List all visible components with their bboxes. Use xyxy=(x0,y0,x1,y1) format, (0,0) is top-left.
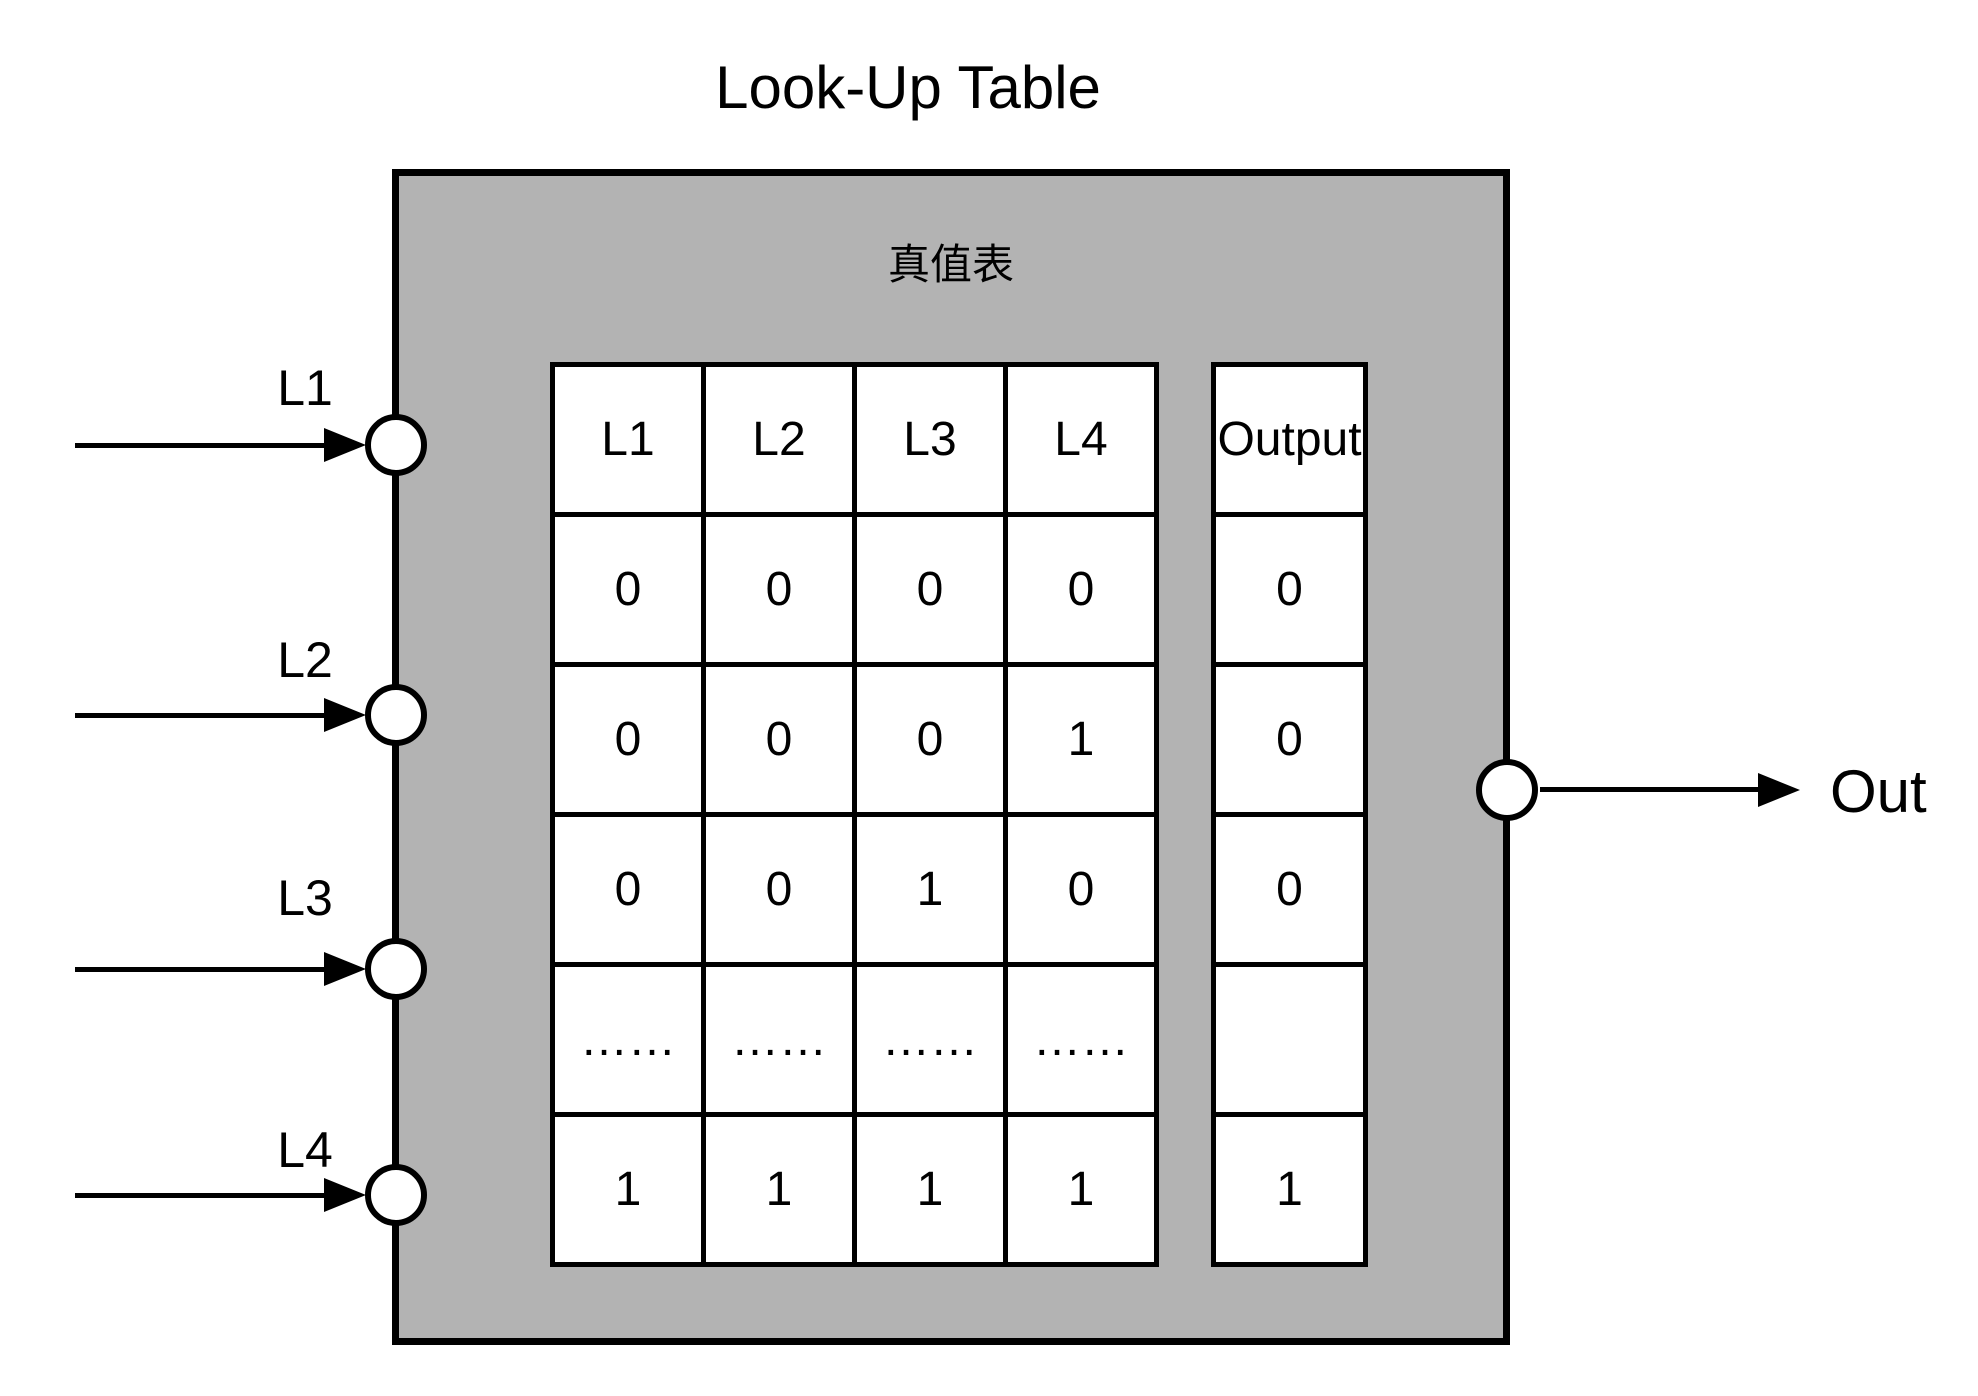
table-cell: …… xyxy=(701,962,857,1117)
table-row: 0 0 0 0 xyxy=(550,512,1159,667)
arrowhead-icon xyxy=(324,428,366,462)
table-cell: 0 xyxy=(701,812,857,967)
table-row: 0 0 1 0 xyxy=(550,812,1159,967)
input-label-l1: L1 xyxy=(277,360,333,416)
input-wire-l2 xyxy=(75,713,325,718)
input-port-circle-l3 xyxy=(365,938,427,1000)
arrowhead-icon xyxy=(324,1178,366,1212)
truth-table-label: 真值表 xyxy=(887,241,1014,288)
output-cell xyxy=(1211,962,1368,1117)
table-cell: 0 xyxy=(550,512,706,667)
table-cell: 1 xyxy=(852,812,1008,967)
table-header-cell: L3 xyxy=(852,362,1008,517)
table-header-row: Output xyxy=(1211,362,1368,517)
output-cell: 1 xyxy=(1211,1112,1368,1267)
output-cell: 0 xyxy=(1211,812,1368,967)
table-header-cell: L4 xyxy=(1003,362,1159,517)
input-label-l4: L4 xyxy=(277,1122,333,1178)
table-cell: 1 xyxy=(1003,1112,1159,1267)
input-label-l2: L2 xyxy=(277,632,333,688)
table-header-cell: L1 xyxy=(550,362,706,517)
output-wire xyxy=(1540,787,1758,792)
table-row: 0 0 0 1 xyxy=(550,662,1159,817)
table-row-ellipsis xyxy=(1211,962,1368,1117)
table-cell: 1 xyxy=(852,1112,1008,1267)
table-cell: 0 xyxy=(852,662,1008,817)
input-wire-l4 xyxy=(75,1193,325,1198)
table-cell: 0 xyxy=(1003,512,1159,667)
table-cell: 1 xyxy=(1003,662,1159,817)
arrowhead-icon xyxy=(1758,773,1800,807)
input-port-circle-l2 xyxy=(365,684,427,746)
input-wire-l3 xyxy=(75,967,325,972)
table-row: 0 xyxy=(1211,662,1368,817)
output-cell: 0 xyxy=(1211,662,1368,817)
table-cell: …… xyxy=(1003,962,1159,1117)
arrowhead-icon xyxy=(324,952,366,986)
table-cell: 0 xyxy=(550,662,706,817)
output-port-circle xyxy=(1476,759,1538,821)
table-cell: 0 xyxy=(852,512,1008,667)
table-cell: …… xyxy=(852,962,1008,1117)
output-header-cell: Output xyxy=(1211,362,1368,517)
input-port-circle-l1 xyxy=(365,414,427,476)
input-port-circle-l4 xyxy=(365,1164,427,1226)
table-cell: …… xyxy=(550,962,706,1117)
table-row: 1 1 1 1 xyxy=(550,1112,1159,1267)
table-header-cell: L2 xyxy=(701,362,857,517)
table-cell: 0 xyxy=(701,512,857,667)
table-row: 0 xyxy=(1211,512,1368,667)
diagram-title: Look-Up Table xyxy=(715,54,1101,121)
table-cell: 1 xyxy=(550,1112,706,1267)
table-cell: 1 xyxy=(701,1112,857,1267)
table-header-row: L1 L2 L3 L4 xyxy=(550,362,1159,517)
table-row: 0 xyxy=(1211,812,1368,967)
table-cell: 0 xyxy=(701,662,857,817)
output-column: Output 0 0 0 1 xyxy=(1211,362,1368,1267)
arrowhead-icon xyxy=(324,698,366,732)
table-cell: 0 xyxy=(550,812,706,967)
input-label-l3: L3 xyxy=(277,870,333,926)
table-row: 1 xyxy=(1211,1112,1368,1267)
table-cell: 0 xyxy=(1003,812,1159,967)
truth-table: L1 L2 L3 L4 0 0 0 0 0 0 0 1 0 0 1 0 …… …… xyxy=(550,362,1159,1267)
table-row-ellipsis: …… …… …… …… xyxy=(550,962,1159,1117)
input-wire-l1 xyxy=(75,443,325,448)
output-label: Out xyxy=(1830,758,1927,825)
output-cell: 0 xyxy=(1211,512,1368,667)
